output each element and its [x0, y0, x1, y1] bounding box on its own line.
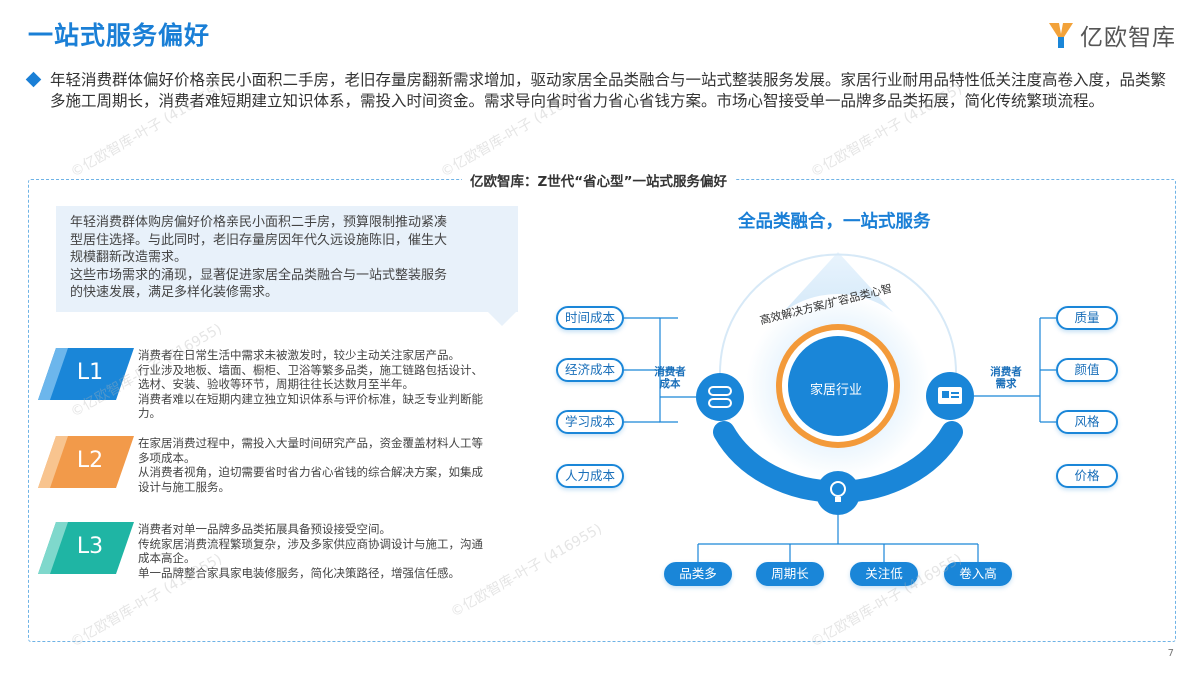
level-line: 单一品牌整合家具家电装修服务，简化决策路径，增强信任感。 [138, 565, 460, 580]
callout-box: 年轻消费群体购房偏好价格亲民小面积二手房，预算限制推动紧凑 型居住选择。与此同时… [56, 206, 518, 312]
level-l1-badge [38, 348, 134, 400]
frame-title: 亿欧智库：Z世代“省心型”一站式服务偏好 [462, 170, 736, 190]
level-line: 消费者对单一品牌多品类拓展具备预设接受空间。 [138, 522, 391, 536]
level-l2-badge [38, 436, 134, 488]
pill-appearance: 颜值 [1056, 358, 1118, 382]
pill-long-cycle: 周期长 [756, 562, 824, 586]
right-side-label-line: 消费者 [990, 366, 1022, 378]
diagram-title: 全品类融合，一站式服务 [738, 212, 931, 232]
level-line: 传统家居消费流程繁琐复杂，涉及多家供应商协调设计与施工，沟通 [138, 536, 483, 551]
callout-tail [488, 312, 516, 326]
level-line: 力。 [138, 406, 161, 420]
left-side-label-line: 消费者 [654, 366, 686, 378]
logo: 亿欧智库 [1046, 18, 1176, 52]
level-line: 消费者难以在短期内建立独立知识体系与评价标准，缺乏专业判断能 [138, 391, 483, 406]
logo-text: 亿欧智库 [1080, 25, 1176, 51]
left-side-label: 消费者 成本 [650, 366, 690, 390]
level-text: 消费者对单一品牌多品类拓展具备预设接受空间。 传统家居消费流程繁琐复杂，涉及多家… [138, 522, 518, 580]
level-text: 在家居消费过程中，需投入大量时间研究产品，资金覆盖材料人工等 多项成本。 从消费… [138, 436, 518, 494]
pill-low-attention: 关注低 [850, 562, 918, 586]
level-line: 在家居消费过程中，需投入大量时间研究产品，资金覆盖材料人工等 [138, 436, 483, 450]
level-label: L1 [76, 360, 104, 385]
pill-price: 价格 [1056, 464, 1118, 488]
level-l1: L1 消费者在日常生活中需求未被激发时，较少主动关注家居产品。 行业涉及地板、墙… [38, 348, 518, 428]
service-diagram [624, 252, 1056, 562]
right-side-label: 消费者 需求 [986, 366, 1026, 390]
level-l2: L2 在家居消费过程中，需投入大量时间研究产品，资金覆盖材料人工等 多项成本。 … [38, 436, 518, 506]
outer-arc [719, 253, 957, 421]
logo-mark-icon [1049, 23, 1073, 48]
callout-line: 型居住选择。与此同时，老旧存量房因年代久远设施陈旧，催生大 [70, 232, 448, 248]
callout-line: 规模翻新改造需求。 [70, 250, 188, 265]
level-line: 设计与施工服务。 [138, 479, 230, 494]
pill-style: 风格 [1056, 410, 1118, 434]
pill-many-categories: 品类多 [664, 562, 732, 586]
callout-line: 的快速发展，满足多样化装修需求。 [70, 285, 279, 300]
level-line: 从消费者视角，迫切需要省时省力省心省钱的综合解决方案，如集成 [138, 465, 483, 479]
level-line: 多项成本。 [138, 450, 196, 465]
pill-high-involvement: 卷入高 [944, 562, 1012, 586]
callout-line: 这些市场需求的涌现，显著促进家居全品类融合与一站式整装服务 [70, 267, 448, 283]
pill-labor-cost: 人力成本 [556, 464, 624, 488]
level-text: 消费者在日常生活中需求未被激发时，较少主动关注家居产品。 行业涉及地板、墙面、橱… [138, 348, 518, 421]
level-line: 行业涉及地板、墙面、橱柜、卫浴等繁多品类，施工链路包括设计、 [138, 362, 483, 377]
level-l3-badge [38, 522, 134, 574]
lightbulb-icon [830, 481, 846, 497]
toggle-icon [708, 386, 732, 396]
level-l3: L3 消费者对单一品牌多品类拓展具备预设接受空间。 传统家居消费流程繁琐复杂，涉… [38, 522, 518, 592]
core-label: 家居行业 [809, 383, 862, 398]
page-title: 一站式服务偏好 [28, 21, 211, 50]
level-line: 消费者在日常生活中需求未被激发时，较少主动关注家居产品。 [138, 348, 460, 362]
right-side-label-line: 需求 [995, 378, 1017, 390]
pill-quality: 质量 [1056, 306, 1118, 330]
callout-line: 年轻消费群体购房偏好价格亲民小面积二手房，预算限制推动紧凑 [70, 215, 448, 230]
level-label: L3 [76, 534, 104, 559]
pill-economic-cost: 经济成本 [556, 358, 624, 382]
pill-learning-cost: 学习成本 [556, 410, 624, 434]
id-card-icon [938, 387, 962, 404]
intro-text: 年轻消费群体偏好价格亲民小面积二手房，老旧存量房翻新需求增加，驱动家居全品类融合… [50, 71, 1167, 110]
page-number: 7 [1167, 648, 1174, 659]
level-line: 选材、安装、验收等环节，周期往往长达数月至半年。 [138, 377, 414, 391]
level-label: L2 [76, 448, 104, 473]
core-circle [788, 336, 888, 436]
intro-paragraph: 年轻消费群体偏好价格亲民小面积二手房，老旧存量房翻新需求增加，驱动家居全品类融合… [25, 70, 1176, 112]
level-line: 成本高企。 [138, 551, 196, 565]
left-side-label-line: 成本 [659, 378, 681, 390]
pill-time-cost: 时间成本 [556, 306, 624, 330]
